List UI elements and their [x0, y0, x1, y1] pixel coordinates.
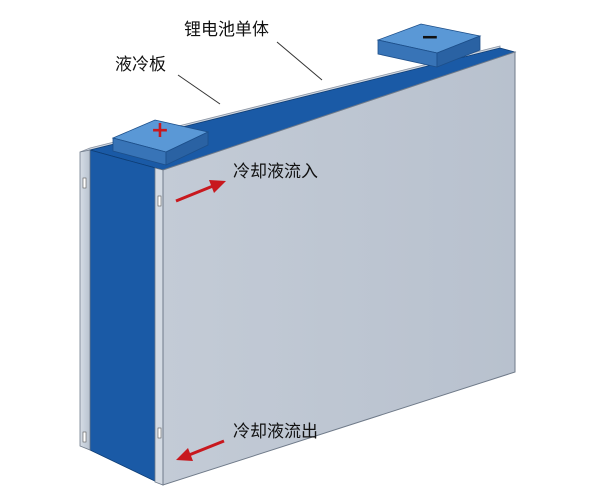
inlet-arrow	[175, 180, 226, 203]
cell-leader-line	[276, 41, 323, 81]
clip-mark	[157, 427, 162, 439]
cell-label: 锂电池单体	[184, 20, 269, 40]
front-cooling-plate	[162, 51, 516, 486]
negative-sign: −	[421, 25, 439, 50]
outlet-arrow	[176, 439, 225, 461]
positive-terminal: +	[111, 118, 210, 166]
clip-mark	[82, 177, 87, 189]
negative-terminal: −	[376, 23, 482, 68]
positive-sign: +	[151, 118, 169, 143]
cell-left-face	[89, 149, 164, 486]
clip-mark	[157, 195, 162, 207]
clip-mark	[82, 431, 87, 443]
inlet-label: 冷却液流入	[233, 162, 318, 182]
back-cooling-plate	[79, 149, 91, 451]
plate-leader-line	[177, 74, 221, 105]
outlet-label: 冷却液流出	[233, 422, 318, 442]
plate-label: 液冷板	[115, 55, 166, 75]
